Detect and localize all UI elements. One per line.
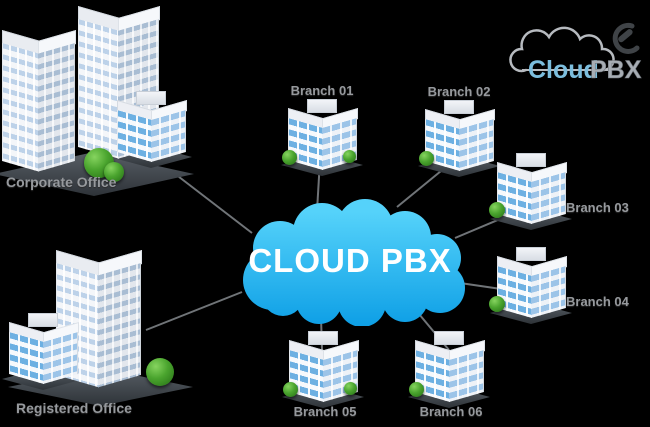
tree-icon [489, 202, 505, 218]
cloud-pbx-label: CLOUD PBX [248, 242, 452, 279]
building-face [9, 332, 44, 385]
logo-cloud-outline-icon [509, 26, 615, 73]
tree-icon [146, 358, 174, 386]
office-building-icon [2, 312, 84, 390]
connection-line-registered [145, 291, 243, 331]
building-penthouse [307, 99, 337, 113]
building-face [98, 263, 141, 388]
tree-icon [489, 296, 505, 312]
building-penthouse [516, 247, 546, 261]
site-label: Branch 01 [290, 83, 354, 98]
logo-word-pbx: PBX [590, 56, 642, 84]
building-face [117, 110, 152, 163]
building-penthouse [308, 331, 338, 345]
tree-icon [344, 382, 357, 395]
tree-icon [343, 150, 356, 163]
cloud-pbx-node: CLOUD PBX [225, 198, 475, 327]
site-branch-06: Branch 06 [408, 330, 490, 419]
site-label: Branch 05 [293, 404, 357, 419]
site-label: Registered Office [16, 400, 132, 416]
site-branch-03: Branch 03 [489, 152, 629, 230]
building-face [38, 43, 75, 172]
tree-icon [419, 151, 434, 166]
site-label: Branch 06 [419, 404, 483, 419]
site-branch-05: Branch 05 [282, 330, 364, 419]
site-corporate-office: Corporate Office [0, 6, 205, 201]
site-branch-01: Branch 01 [281, 83, 363, 176]
building-face [151, 110, 186, 163]
building-penthouse [516, 153, 546, 167]
connection-line-corporate [169, 169, 253, 234]
cloudpbx-logo: Cloud PBX [496, 18, 646, 88]
building-face [2, 43, 39, 172]
cloud-icon [243, 199, 465, 327]
building-penthouse [28, 313, 58, 327]
site-branch-02: Branch 02 [418, 84, 500, 177]
site-label: Branch 03 [566, 200, 629, 215]
building-face [43, 332, 78, 385]
tree-icon [283, 382, 298, 397]
building-penthouse [136, 91, 166, 105]
tree-icon [409, 382, 424, 397]
phone-handset-icon [612, 22, 640, 54]
building-penthouse [444, 100, 474, 114]
site-branch-04: Branch 04 [489, 246, 629, 324]
site-label: Corporate Office [6, 174, 117, 190]
building-penthouse [434, 331, 464, 345]
site-label: Branch 02 [427, 84, 491, 99]
logo-word-cloud: Cloud [528, 56, 599, 84]
tree-icon [104, 162, 124, 182]
office-building-icon [110, 90, 192, 168]
site-label: Branch 04 [566, 294, 629, 309]
tree-icon [282, 150, 297, 165]
site-registered-office: Registered Office [2, 250, 203, 425]
cloudpbx-logo-graphic: Cloud PBX [509, 22, 642, 84]
